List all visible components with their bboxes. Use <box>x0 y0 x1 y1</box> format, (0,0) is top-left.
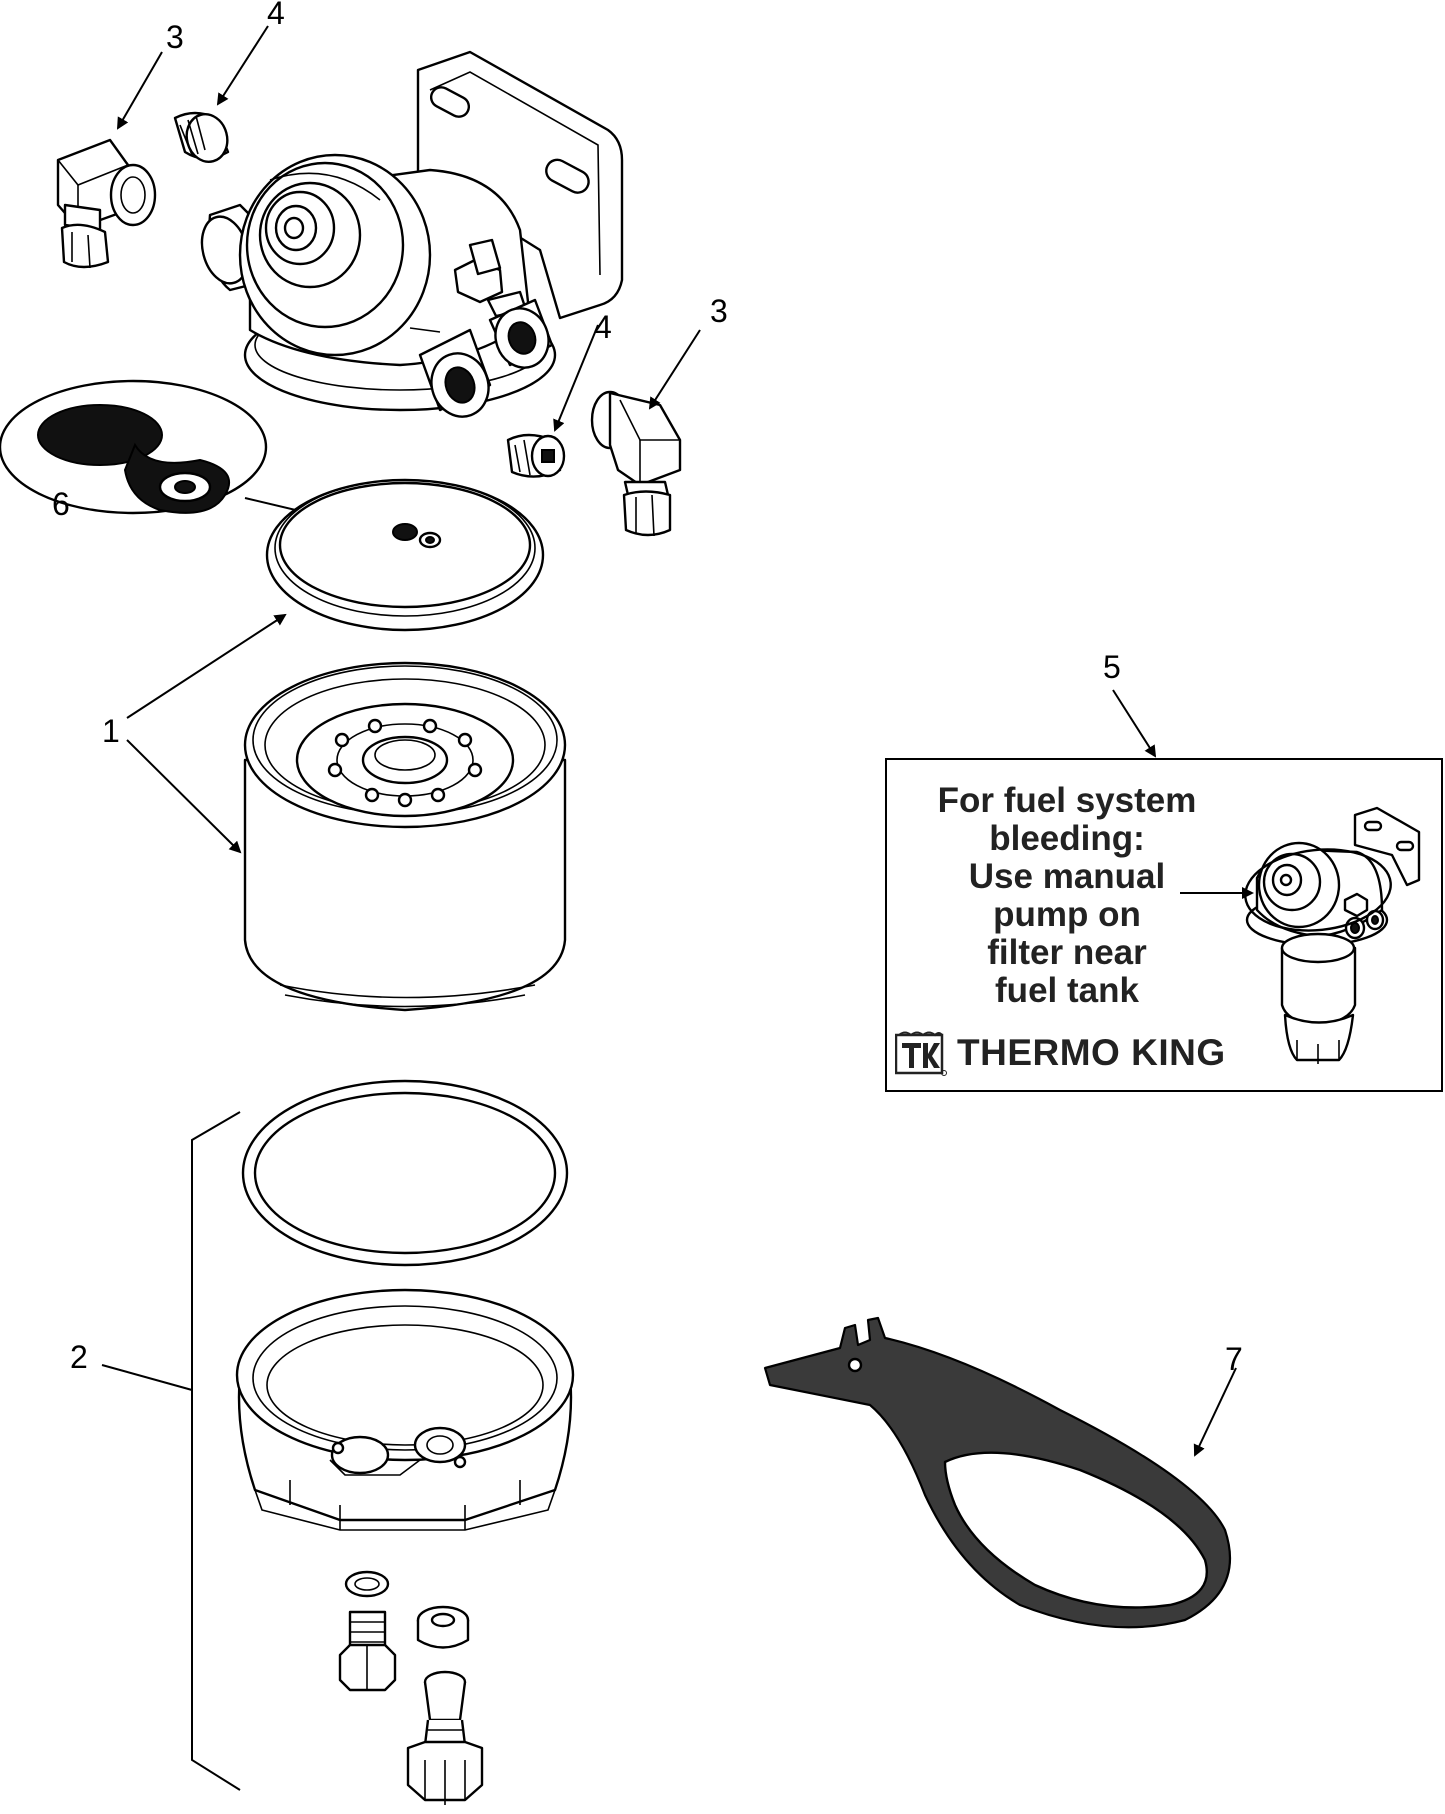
filter-head <box>200 50 624 418</box>
brand-name: THERMO KING <box>957 1032 1226 1073</box>
pipe-plug-left <box>173 111 230 163</box>
decal-line: bleeding: <box>989 819 1145 858</box>
decal-line: filter near <box>987 933 1147 972</box>
filter-seal-ring <box>265 478 545 632</box>
callout-5: 5 <box>1103 649 1121 685</box>
decal-line: pump on <box>993 895 1141 934</box>
filter-wrench <box>763 1316 1232 1629</box>
thermo-king-logo-icon <box>895 1031 947 1076</box>
fuel-filter-element <box>243 661 567 1012</box>
callout-1: 1 <box>102 713 120 749</box>
callout-4-left: 4 <box>267 0 285 31</box>
fuel-bleeding-decal: For fuel system bleeding: Use manual pum… <box>885 758 1443 1092</box>
callout-6: 6 <box>52 486 70 522</box>
elbow-fitting-right <box>590 390 682 537</box>
elbow-fitting-left <box>56 138 157 269</box>
decal-line: Use manual <box>968 857 1166 896</box>
water-separator-bowl <box>101 1079 575 1805</box>
thermo-king-brand: THERMO KING <box>895 1028 1226 1078</box>
decal-line: For fuel system <box>937 781 1197 820</box>
decal-line: fuel tank <box>995 971 1139 1010</box>
decal-filter-illustration <box>1180 806 1421 1064</box>
callout-2: 2 <box>70 1339 88 1375</box>
callout-4-right: 4 <box>594 309 612 345</box>
callout-3-right: 3 <box>710 293 728 329</box>
detail-bubble-seal <box>0 379 381 531</box>
callout-3-left: 3 <box>166 19 184 55</box>
callout-7: 7 <box>1225 1341 1243 1377</box>
decal-instructions: For fuel system bleeding: Use manual pum… <box>897 782 1237 1010</box>
pipe-plug-right <box>506 433 566 478</box>
